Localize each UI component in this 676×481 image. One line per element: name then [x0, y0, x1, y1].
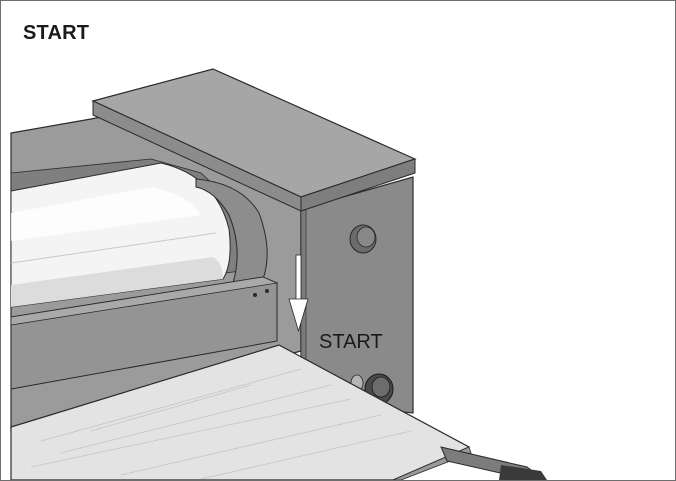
arrow-down-icon [288, 254, 309, 333]
side-knob-icon [349, 224, 377, 254]
board-bracket-foot [499, 465, 547, 480]
board-wood-grain [30, 368, 412, 480]
step-heading: START [23, 22, 90, 44]
top-cover-side [300, 158, 416, 212]
front-rail-top [10, 276, 279, 326]
rail-screw-icon [253, 293, 257, 297]
roller-line [10, 232, 217, 264]
start-callout-label: START [319, 331, 383, 353]
roller-shade [11, 257, 223, 307]
roller-highlight [11, 187, 201, 241]
rail-screw-icon [265, 289, 269, 293]
